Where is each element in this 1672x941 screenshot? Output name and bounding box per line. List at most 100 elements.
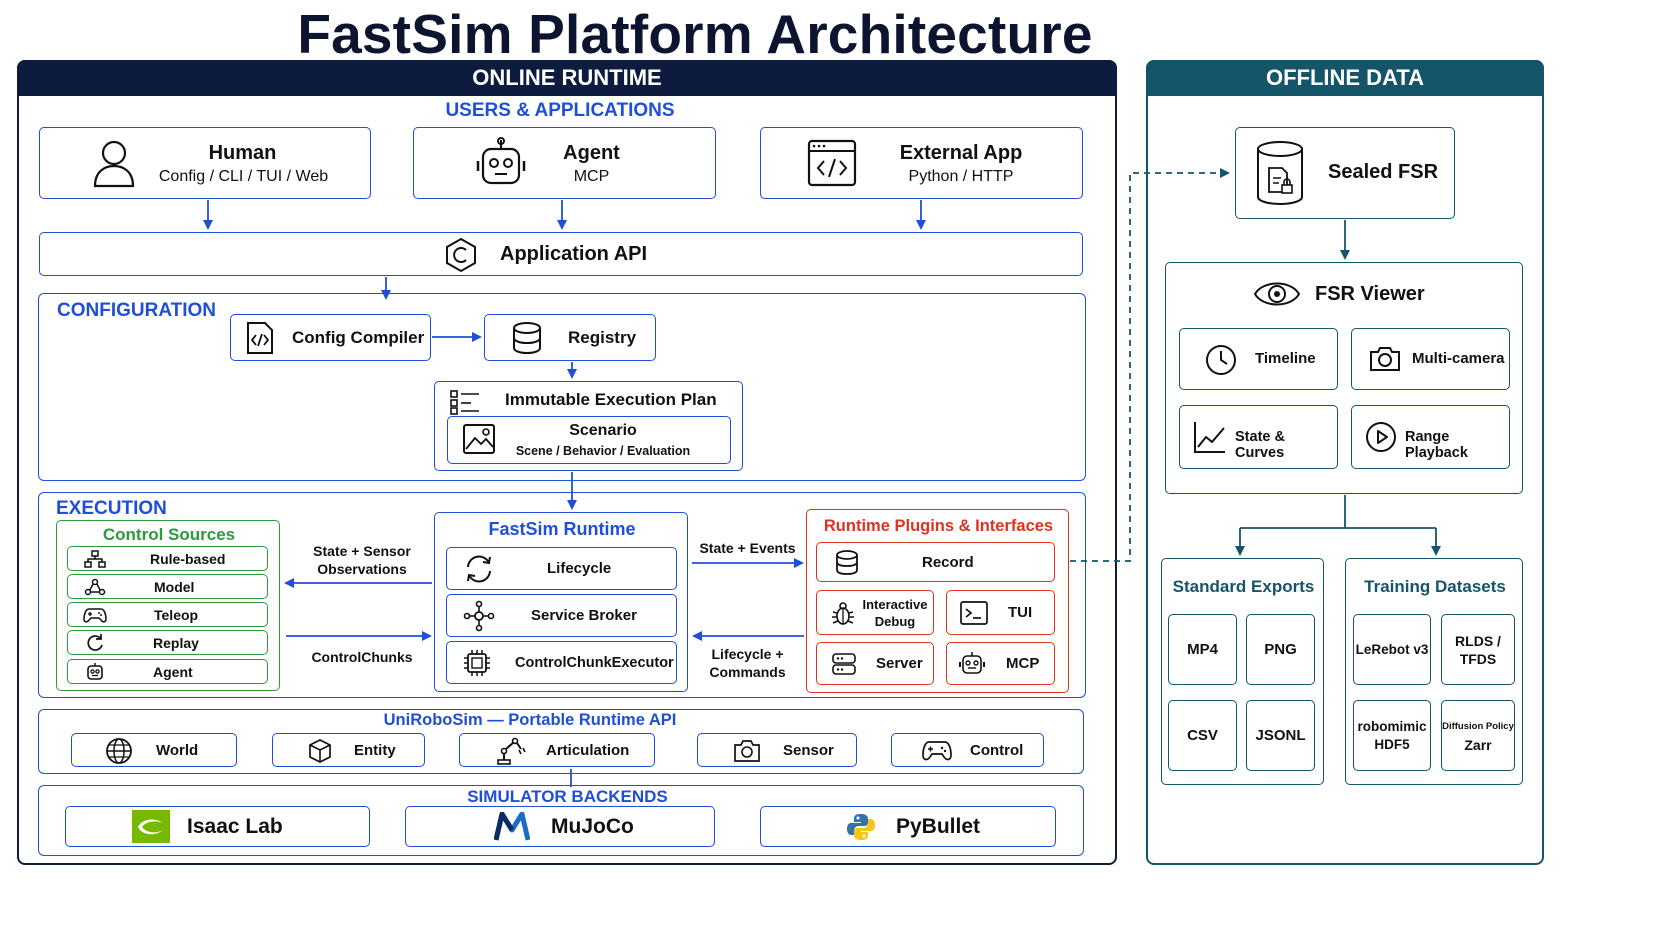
- execution-plan-label: Immutable Execution Plan: [505, 390, 717, 409]
- application-api-box: Application API: [39, 232, 1083, 276]
- backend-label: MuJoCo: [551, 815, 634, 838]
- viewer-item-label: Timeline: [1255, 350, 1316, 367]
- export-csv: CSV: [1168, 700, 1237, 771]
- dataset-item-label: robomimic HDF5: [1357, 718, 1427, 752]
- runtime-item-label: ControlChunkExecutor: [515, 655, 674, 671]
- agent-sub: MCP: [573, 168, 610, 185]
- export-png: PNG: [1246, 614, 1315, 685]
- human-box: Human Config / CLI / TUI / Web: [39, 127, 371, 199]
- backend-isaac-lab: Isaac Lab: [65, 806, 370, 847]
- plugin-record: Record: [816, 542, 1055, 582]
- mujoco-logo-icon: [494, 812, 530, 842]
- code-window-icon: [807, 139, 857, 187]
- plugin-interactive-debug: Interactive Debug: [816, 590, 934, 635]
- clock-icon: [1204, 343, 1238, 377]
- offline-data-header: OFFLINE DATA: [1146, 60, 1544, 96]
- plugin-tui: TUI: [946, 590, 1055, 635]
- robot-icon: [958, 651, 986, 677]
- viewer-range-playback: Range Playback: [1351, 405, 1510, 469]
- external-app-title: External App: [899, 142, 1023, 164]
- dataset-small-note: Diffusion Policy: [1442, 721, 1514, 732]
- plugin-server: Server: [816, 642, 934, 685]
- backend-label: PyBullet: [896, 815, 981, 838]
- fsr-viewer-label: FSR Viewer: [1315, 283, 1425, 305]
- gamepad-icon: [921, 739, 953, 763]
- runtime-plugins-label: Runtime Plugins & Interfaces: [823, 517, 1054, 535]
- bug-icon: [831, 601, 855, 627]
- plugin-mcp-label: MCP: [1006, 655, 1040, 672]
- state-events-label: State + Events: [699, 540, 796, 556]
- application-api-label: Application API: [500, 243, 648, 265]
- registry-box: Registry: [484, 314, 656, 361]
- network-nodes-icon: [84, 578, 106, 596]
- replay-icon: [85, 633, 105, 653]
- scenario-title: Scenario: [569, 422, 637, 439]
- control-source-rule-based: Rule-based: [67, 546, 268, 571]
- control-source-label: Model: [154, 579, 195, 595]
- plugin-server-label: Server: [876, 655, 923, 672]
- online-runtime-header: ONLINE RUNTIME: [17, 60, 1117, 96]
- sealed-fsr-box: Sealed FSR: [1235, 127, 1455, 219]
- scenario-sub: Scene / Behavior / Evaluation: [515, 444, 691, 458]
- execution-label: EXECUTION: [56, 498, 167, 519]
- api-entity: Entity: [272, 733, 425, 767]
- line-chart-icon: [1193, 420, 1227, 454]
- standard-exports-label: Standard Exports: [1172, 577, 1315, 596]
- unirobosim-label: UniRoboSim — Portable Runtime API: [383, 711, 677, 729]
- control-source-label: Agent: [153, 664, 193, 680]
- page-title: FastSim Platform Architecture: [297, 3, 1093, 65]
- checklist-icon: [449, 389, 481, 415]
- hub-nodes-icon: [463, 600, 495, 632]
- viewer-multi-camera: Multi-camera: [1351, 328, 1510, 390]
- api-item-label: Sensor: [783, 742, 834, 759]
- api-world: World: [71, 733, 237, 767]
- play-circle-icon: [1365, 421, 1397, 453]
- backend-mujoco: MuJoCo: [405, 806, 715, 847]
- code-file-icon: [245, 321, 275, 355]
- hexagon-c-icon: [444, 237, 478, 273]
- plugin-mcp: MCP: [946, 642, 1055, 685]
- registry-label: Registry: [568, 328, 637, 347]
- viewer-item-label: State & Curves: [1235, 429, 1285, 461]
- runtime-lifecycle: Lifecycle: [446, 547, 677, 590]
- server-icon: [831, 652, 857, 676]
- external-app-box: External App Python / HTTP: [760, 127, 1083, 199]
- database-icon: [511, 321, 543, 355]
- agent-title: Agent: [563, 142, 620, 164]
- camera-icon: [732, 738, 762, 764]
- gamepad-icon: [83, 606, 107, 624]
- human-sub: Config / CLI / TUI / Web: [158, 168, 329, 185]
- control-source-teleop: Teleop: [67, 602, 268, 627]
- export-item-label: MP4: [1187, 641, 1218, 658]
- hierarchy-icon: [84, 550, 106, 568]
- dataset-item-label: Zarr: [1464, 737, 1492, 753]
- configuration-label: CONFIGURATION: [57, 300, 217, 321]
- export-item-label: JSONL: [1255, 727, 1306, 744]
- api-sensor: Sensor: [697, 733, 857, 767]
- api-articulation: Articulation: [459, 733, 655, 767]
- dataset-robomimic: robomimic HDF5: [1353, 700, 1431, 771]
- nvidia-logo-icon: [132, 810, 170, 843]
- runtime-item-label: Lifecycle: [547, 560, 612, 577]
- plugin-record-label: Record: [922, 554, 974, 571]
- viewer-item-label: Multi-camera: [1412, 350, 1505, 367]
- training-datasets-label: Training Datasets: [1364, 577, 1506, 596]
- person-icon: [92, 138, 136, 190]
- plugin-tui-label: TUI: [1008, 604, 1033, 621]
- control-source-agent: Agent: [67, 659, 268, 684]
- human-title: Human: [208, 142, 277, 164]
- export-jsonl: JSONL: [1246, 700, 1315, 771]
- api-item-label: World: [156, 742, 199, 759]
- terminal-icon: [959, 600, 989, 626]
- agent-box: Agent MCP: [413, 127, 716, 199]
- api-item-label: Control: [970, 742, 1024, 759]
- sealed-database-icon: [1255, 140, 1305, 206]
- image-icon: [462, 423, 496, 455]
- scenario-box: Scenario Scene / Behavior / Evaluation: [447, 416, 731, 464]
- users-section-label: USERS & APPLICATIONS: [445, 100, 675, 121]
- control-source-label: Rule-based: [150, 551, 226, 567]
- cube-icon: [307, 738, 333, 764]
- eye-icon: [1253, 276, 1301, 312]
- camera-icon: [1368, 345, 1402, 373]
- api-item-label: Articulation: [546, 742, 630, 759]
